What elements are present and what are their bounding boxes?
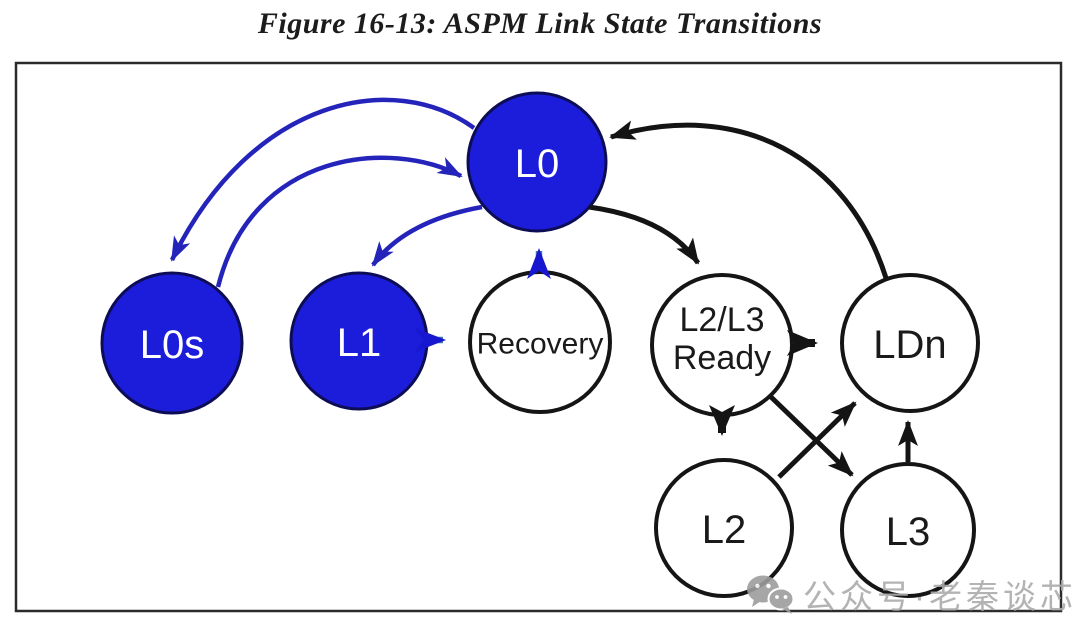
state-node-l2l3-ready-label-line2: Ready	[673, 339, 771, 377]
state-node-l0s	[100, 271, 244, 415]
transition-l0-to-l2l3-ready-arrow	[588, 204, 701, 265]
state-node-l3-label: L3	[886, 510, 931, 554]
state-node-l2-label: L2	[702, 508, 747, 552]
transition-l2-to-ldn-arrow	[777, 401, 857, 479]
wechat-icon	[747, 575, 795, 614]
state-node-l0-label: L0	[515, 142, 560, 186]
state-node-l1-label: L1	[337, 321, 382, 365]
transition-ldn-to-l0-arrow	[609, 120, 889, 279]
figure-frame	[14, 61, 1063, 613]
transition-l0s-to-l0-arrow	[215, 155, 463, 288]
transition-l0-to-l1-arrow	[371, 204, 483, 267]
watermark-text: 公众号·老秦谈芯	[803, 578, 1077, 615]
state-node-l2l3-ready-label-line1: L2/L3	[679, 301, 764, 339]
transition-arrows	[169, 97, 918, 479]
state-node-recovery-label: Recovery	[477, 328, 604, 361]
state-node-ldn-label: LDn	[873, 323, 946, 367]
state-nodes: L0 L0s L1 Recovery L2/L3 Ready LDn L2 L3	[100, 91, 980, 598]
watermark: 公众号·老秦谈芯	[747, 575, 1077, 615]
transition-l0-to-l0s-arrow	[169, 97, 476, 262]
transition-l2l3-ready-to-l3-arrow	[769, 395, 854, 477]
state-node-l0s-label: L0s	[140, 323, 205, 367]
state-node-ldn	[840, 273, 980, 413]
figure-title: Figure 16-13: ASPM Link State Transition…	[257, 7, 823, 40]
state-node-l0	[466, 91, 608, 233]
state-node-l2	[654, 458, 794, 598]
state-node-l3	[840, 462, 976, 598]
